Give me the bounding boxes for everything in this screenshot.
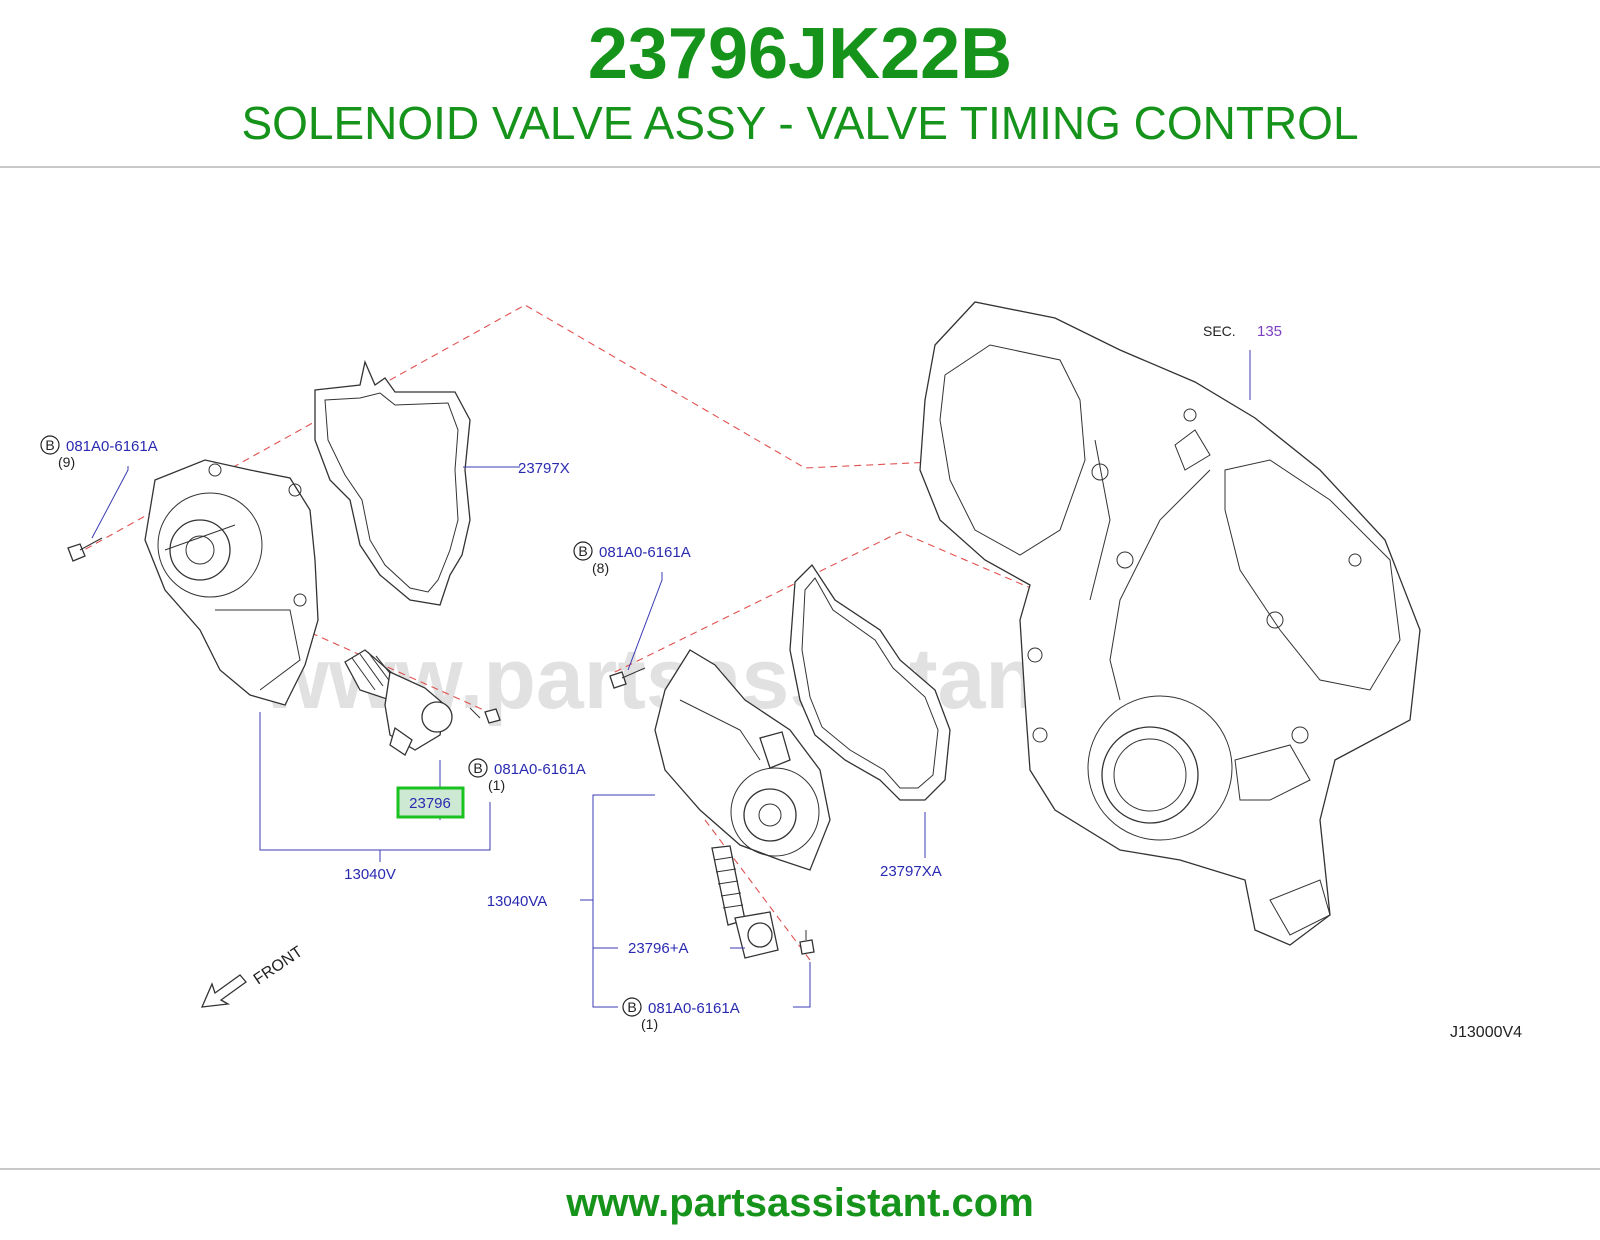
valve-timing-cover-left [144,459,319,706]
part-number-title: 23796JK22B [587,14,1013,94]
b-marker: B [627,999,636,1015]
label-bolt-left-qty: (9) [58,454,75,470]
label-front: FRONT [251,943,306,988]
label-highlighted-part[interactable]: 23796 [409,795,451,812]
label-bolt-left: 081A0-6161A [66,438,158,455]
gasket-right [789,563,951,801]
solenoid-valve-left [344,649,453,756]
label-sec-prefix: SEC. [1203,323,1236,339]
b-marker-circle [40,435,60,455]
footer-url[interactable]: www.partsassistant.com [566,1181,1034,1225]
page-header: 23796JK22B SOLENOID VALVE ASSY - VALVE T… [0,0,1600,168]
label-assy-right: 13040VA [487,893,548,910]
bolts [67,537,815,955]
label-bolt-valve: 081A0-6161A [494,761,586,778]
label-gasket-right: 23797XA [880,863,942,880]
label-bolt-bottom-qty: (1) [641,1016,658,1032]
label-bolt-bottom: 081A0-6161A [648,1000,740,1017]
label-bolt-mid: 081A0-6161A [599,544,691,561]
valve-timing-cover-right [654,649,831,871]
leader-lines [91,350,1251,1008]
phantom-lines [74,304,1231,961]
b-marker: B [45,437,54,453]
drawing-code: J13000V4 [1450,1024,1522,1041]
gasket-left [314,359,471,606]
part-description: SOLENOID VALVE ASSY - VALVE TIMING CONTR… [241,97,1359,149]
label-valve-right: 23796+A [628,940,688,957]
b-marker-circle [573,541,593,561]
label-bolt-mid-qty: (8) [592,560,609,576]
label-gasket-left: 23797X [518,460,570,477]
label-assy-left: 13040V [344,866,396,883]
label-bolt-valve-qty: (1) [488,777,505,793]
b-marker: B [473,760,482,776]
b-marker-circle [468,758,488,778]
b-marker: B [578,543,587,559]
front-direction-indicator: FRONT [200,943,306,1008]
b-marker-circle [622,997,642,1017]
solenoid-valve-right [711,845,779,959]
header-divider [0,166,1600,168]
callouts: B 081A0-6161A (9) 23797X B 081A0-6161A (… [40,323,1522,1041]
footer-divider [0,1168,1600,1170]
highlight-box [396,786,465,819]
front-arrow-icon [200,974,247,1008]
label-sec-number[interactable]: 135 [1257,323,1282,340]
timing-chain-case [919,301,1421,946]
